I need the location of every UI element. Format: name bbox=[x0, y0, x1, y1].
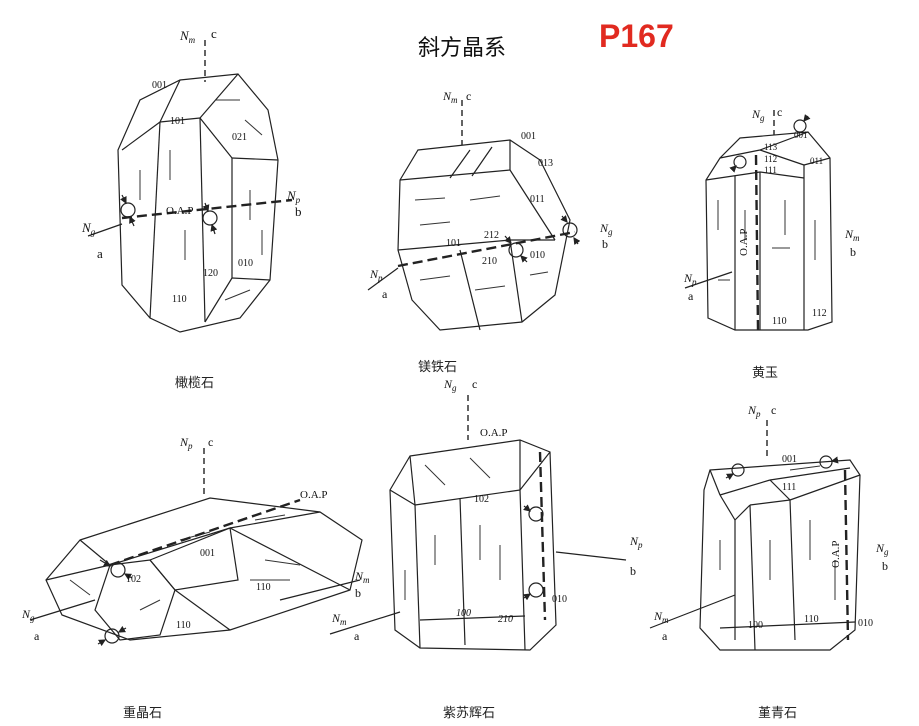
barite-face-102: 102 bbox=[126, 574, 141, 585]
olivine-nm-label: Nm bbox=[179, 28, 196, 45]
olivine-face-101: 101 bbox=[170, 116, 185, 127]
crystal2-face-010: 010 bbox=[530, 250, 545, 261]
crystal2-c-label: c bbox=[466, 89, 471, 103]
barite-face-110-lower: 110 bbox=[176, 620, 191, 631]
barite-face-110: 110 bbox=[256, 582, 271, 593]
topaz-face-110: 110 bbox=[772, 316, 787, 327]
olivine-face-110: 110 bbox=[172, 294, 187, 305]
hypersthene-b-label: b bbox=[630, 564, 636, 578]
barite-np-label: Np bbox=[179, 435, 193, 451]
cordierite-face-001: 001 bbox=[782, 454, 797, 465]
crystal2-ng-label: Ng bbox=[599, 221, 613, 237]
crystal2-face-210: 210 bbox=[482, 256, 497, 267]
topaz-face-112: 112 bbox=[764, 154, 777, 164]
caption-topaz: 黄玉 bbox=[752, 366, 779, 381]
caption-cordierite: 堇青石 bbox=[758, 706, 798, 721]
hypersthene-nm-label: Nm bbox=[331, 611, 347, 627]
topaz-face-001: 001 bbox=[794, 130, 808, 140]
topaz-face-111: 111 bbox=[764, 165, 777, 175]
crystal2-np-label: Np bbox=[369, 267, 383, 283]
hypersthene-a-label: a bbox=[354, 629, 360, 643]
cordierite-face-100: 100 bbox=[748, 620, 763, 631]
cordierite-crystal: Np c Nm a Ng b O.A.P 001 111 100 110 010 bbox=[649, 403, 889, 651]
hypersthene-face-100: 100 bbox=[456, 608, 471, 619]
hypersthene-ng-label: Ng bbox=[443, 377, 457, 393]
barite-c-label: c bbox=[208, 435, 213, 449]
hypersthene-face-102: 102 bbox=[474, 494, 489, 505]
barite-oap-label: O.A.P bbox=[300, 489, 328, 501]
hypersthene-c-label: c bbox=[472, 377, 477, 391]
topaz-face-112-lower: 112 bbox=[812, 308, 827, 319]
crystal2-face-212: 212 bbox=[484, 230, 499, 241]
topaz-crystal: Ng c Np a Nm b O.A.P 001 113 112 011 111… bbox=[683, 105, 860, 331]
olivine-np-label: Np bbox=[286, 188, 301, 205]
topaz-oap-label: O.A.P bbox=[738, 228, 750, 256]
crystal2-b-label: b bbox=[602, 237, 608, 251]
olivine-oap-label: O.A.P bbox=[166, 205, 194, 217]
caption-crystal-2: 镁铁石 bbox=[418, 360, 458, 375]
topaz-a-label: a bbox=[688, 289, 694, 303]
topaz-nm-label: Nm bbox=[844, 227, 860, 243]
crystal2-face-011: 011 bbox=[530, 194, 545, 205]
olivine-b-label: b bbox=[295, 204, 302, 219]
topaz-face-011: 011 bbox=[810, 156, 823, 166]
cordierite-face-111: 111 bbox=[782, 482, 796, 493]
barite-ng-label: Ng bbox=[21, 607, 35, 623]
hypersthene-oap-label: O.A.P bbox=[480, 427, 508, 439]
olivine-face-021: 021 bbox=[232, 132, 247, 143]
olivine-face-010: 010 bbox=[238, 258, 253, 269]
cordierite-face-010: 010 bbox=[858, 618, 873, 629]
caption-hypersthene: 紫苏辉石 bbox=[443, 706, 496, 721]
cordierite-b-label: b bbox=[882, 559, 888, 573]
cordierite-oap-label: O.A.P bbox=[830, 540, 842, 568]
crystal2-face-013: 013 bbox=[538, 158, 553, 169]
barite-face-001: 001 bbox=[200, 548, 215, 559]
crystal2-a-label: a bbox=[382, 287, 388, 301]
cordierite-face-110: 110 bbox=[804, 614, 819, 625]
topaz-c-label: c bbox=[777, 105, 782, 119]
crystal-2: Nm c Np a Ng b 001 013 011 101 212 210 0… bbox=[367, 89, 613, 331]
olivine-ng-label: Ng bbox=[81, 220, 96, 237]
barite-b-label: b bbox=[355, 586, 361, 600]
page-number: P167 bbox=[599, 18, 674, 54]
hypersthene-crystal: Ng c O.A.P Nm a Np b 102 100 210 010 bbox=[329, 377, 643, 651]
crystal2-face-001: 001 bbox=[521, 131, 536, 142]
crystal2-nm-label: Nm bbox=[442, 89, 458, 105]
cordierite-c-label: c bbox=[771, 403, 776, 417]
hypersthene-np-label: Np bbox=[629, 534, 643, 550]
hypersthene-face-210: 210 bbox=[498, 614, 513, 625]
olivine-a-label: a bbox=[97, 246, 103, 261]
crystal2-face-101: 101 bbox=[446, 238, 461, 249]
barite-a-label: a bbox=[34, 629, 40, 643]
cordierite-np-label: Np bbox=[747, 403, 761, 419]
barite-crystal: Np c Ng a Nm b O.A.P 001 102 110 110 bbox=[21, 435, 370, 647]
topaz-face-113: 113 bbox=[764, 142, 778, 152]
olivine-face-001: 001 bbox=[152, 80, 167, 91]
olivine-crystal: Nm c Ng a Np b O.A.P 001 101 021 120 010… bbox=[81, 26, 302, 333]
barite-nm-label: Nm bbox=[354, 569, 370, 585]
hypersthene-face-010: 010 bbox=[552, 594, 567, 605]
topaz-b-label: b bbox=[850, 245, 856, 259]
cordierite-ng-label: Ng bbox=[875, 541, 889, 557]
cordierite-nm-label: Nm bbox=[653, 609, 669, 625]
caption-olivine: 橄榄石 bbox=[175, 376, 215, 391]
topaz-np-label: Np bbox=[683, 271, 697, 287]
olivine-c-label: c bbox=[211, 26, 217, 41]
olivine-face-120: 120 bbox=[203, 268, 218, 279]
topaz-ng-label: Ng bbox=[751, 107, 765, 123]
cordierite-a-label: a bbox=[662, 629, 668, 643]
caption-barite: 重晶石 bbox=[123, 706, 163, 721]
page-title: 斜方晶系 bbox=[418, 36, 507, 61]
